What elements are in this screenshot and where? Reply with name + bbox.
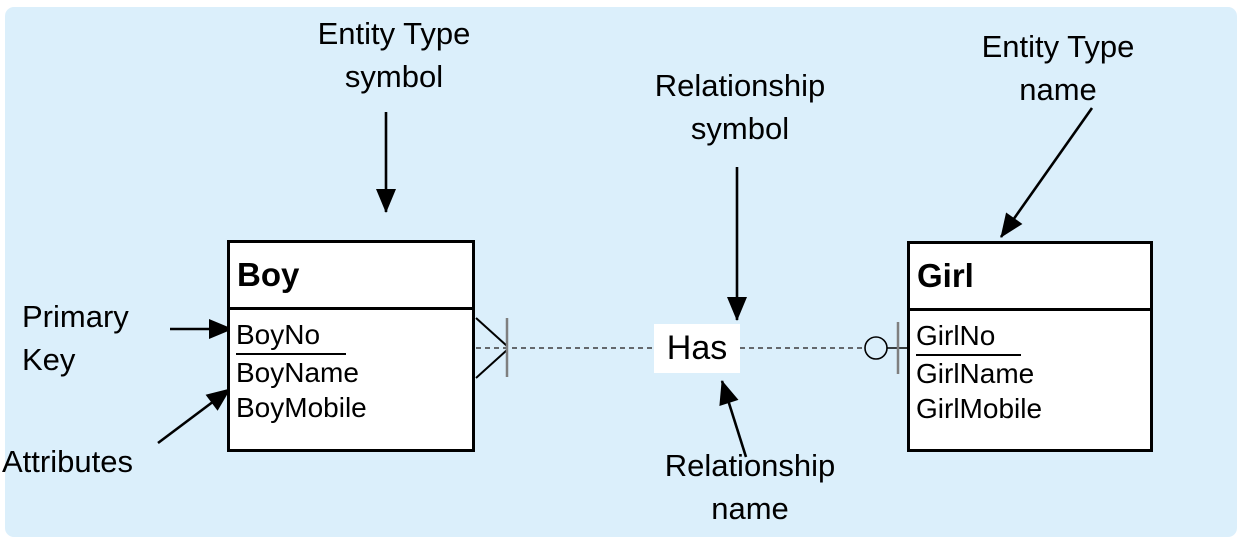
entity-boy: Boy BoyNo BoyName BoyMobile	[227, 240, 475, 452]
attribute-girlname: GirlName	[916, 358, 1035, 389]
attribute-boyno: BoyNo	[236, 317, 347, 355]
entity-girl-header: Girl	[910, 244, 1150, 311]
attribute-boymobile: BoyMobile	[236, 392, 367, 423]
label-entity-type-symbol: Entity Type symbol	[317, 16, 471, 94]
label-primary-key: Primary Key	[22, 299, 129, 377]
label-relationship-name: Relationship name	[664, 448, 836, 526]
entity-girl-title: Girl	[917, 257, 974, 294]
label-relationship-symbol: Relationship symbol	[654, 68, 826, 146]
relationship-name-box: Has	[654, 324, 740, 373]
entity-boy-title: Boy	[237, 256, 300, 293]
attribute-row: BoyMobile	[236, 390, 472, 425]
attribute-girlno: GirlNo	[916, 318, 1022, 356]
attribute-row: BoyNo	[236, 317, 472, 355]
attribute-row: GirlMobile	[916, 391, 1150, 426]
label-attributes: Attributes	[2, 444, 133, 479]
entity-girl-attributes: GirlNo GirlName GirlMobile	[910, 311, 1150, 426]
attribute-girlmobile: GirlMobile	[916, 393, 1043, 424]
entity-girl: Girl GirlNo GirlName GirlMobile	[907, 241, 1153, 452]
attribute-boyname: BoyName	[236, 357, 359, 388]
entity-boy-attributes: BoyNo BoyName BoyMobile	[230, 310, 472, 425]
attribute-row: BoyName	[236, 355, 472, 390]
attribute-row: GirlNo	[916, 318, 1150, 356]
attribute-row: GirlName	[916, 356, 1150, 391]
entity-boy-header: Boy	[230, 243, 472, 310]
label-entity-type-name: Entity Type name	[981, 29, 1135, 107]
